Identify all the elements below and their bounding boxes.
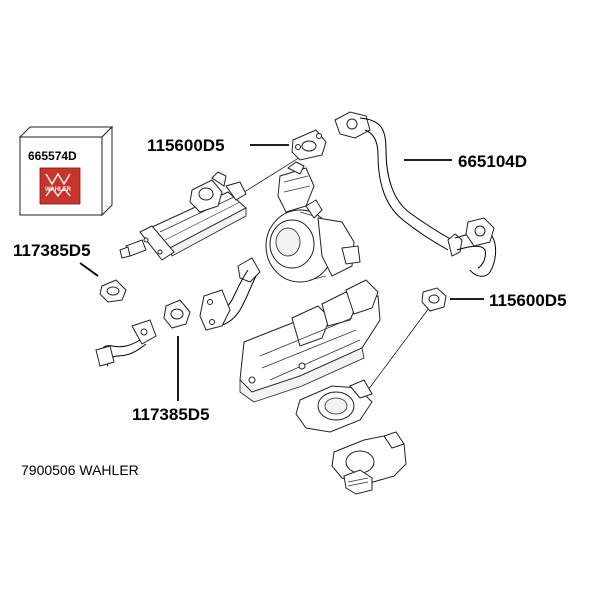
egr-tube-centre [199, 257, 261, 331]
intake-manifold [239, 279, 381, 403]
label-gasket-right: 115600D5 [489, 291, 567, 310]
egr-valve [331, 431, 407, 495]
label-gasket-top: 115600D5 [147, 136, 225, 155]
footer-reference: 7900506 WAHLER [21, 462, 139, 478]
kit-part-number: 665574D [28, 149, 77, 163]
label-gasket-left: 117385D5 [13, 241, 91, 260]
gasket-top [291, 129, 327, 161]
label-gasket-bottom: 117385D5 [132, 405, 210, 424]
gasket-right [421, 287, 447, 312]
wahler-logo: WAHLER [39, 167, 81, 205]
egr-pipe [334, 111, 497, 277]
gasket-bottom [163, 299, 191, 329]
leader-lines [79, 144, 484, 401]
logo-text: WAHLER [45, 187, 72, 193]
egr-cooler [119, 171, 247, 261]
gasket-left [99, 279, 127, 303]
throttle-housing [295, 379, 373, 433]
turbocharger [265, 161, 361, 283]
small-pipe [95, 319, 157, 367]
kit-box: 665574D WAHLER [18, 125, 114, 217]
label-pipe: 665104D [458, 152, 527, 171]
